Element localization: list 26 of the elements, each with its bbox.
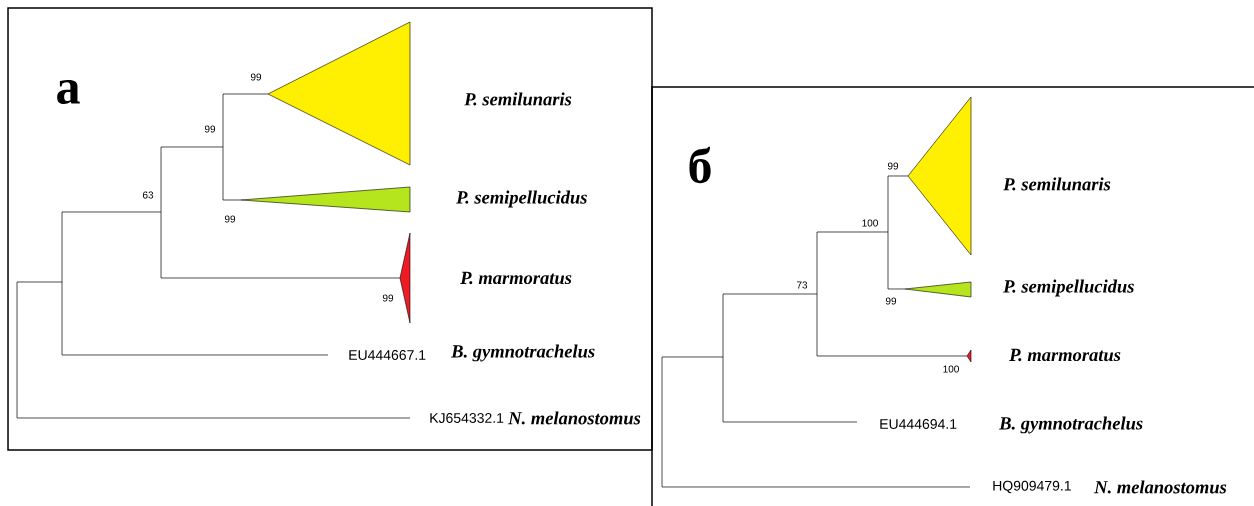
accession-number: EU444667.1: [349, 350, 426, 360]
bootstrap-value: 99: [887, 162, 899, 170]
bootstrap-value: 99: [885, 297, 897, 305]
panel-letter: a: [57, 80, 80, 104]
accession-number: KJ654332.1: [430, 413, 504, 423]
accession-number: EU444694.1: [880, 419, 957, 429]
species-name: P. semipellucidus: [1003, 279, 1134, 297]
species-name: P. semilunaris: [464, 92, 572, 106]
accession-number: HQ909479.1: [993, 480, 1071, 494]
bootstrap-value: 99: [204, 125, 216, 133]
panel-letter: б: [689, 146, 711, 184]
bootstrap-value: 99: [250, 73, 262, 81]
species-name: P. semipellucidus: [456, 190, 587, 208]
species-name: N. melanostomus: [1094, 480, 1227, 494]
bootstrap-value: 99: [382, 294, 394, 302]
bootstrap-value: 100: [862, 219, 878, 227]
species-name: B. gymnotrachelus: [999, 416, 1143, 434]
species-name: P. marmoratus: [460, 271, 572, 285]
species-name: N. melanostomus: [508, 411, 641, 425]
species-name: P. semilunaris: [1003, 177, 1111, 191]
species-name: P. marmoratus: [1009, 348, 1121, 362]
bootstrap-value: 73: [796, 281, 808, 289]
species-name: B. gymnotrachelus: [451, 344, 595, 362]
bootstrap-value: 63: [142, 191, 154, 199]
bootstrap-value: 100: [943, 365, 959, 373]
bootstrap-value: 99: [224, 215, 236, 223]
